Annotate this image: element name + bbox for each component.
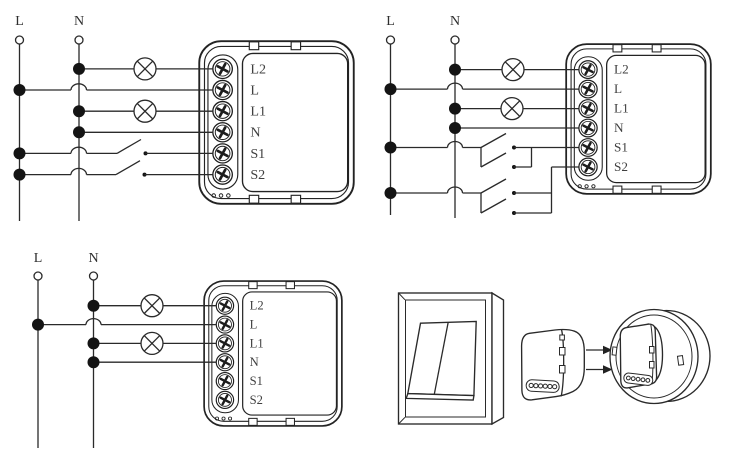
lamp-icon [140,294,164,318]
installation-illustration [397,291,711,426]
install-arrow-bottom [586,365,613,374]
terminal-strip-3d [525,379,560,393]
junction-dot [87,299,100,312]
junction-dot [449,102,461,115]
switch-lever [480,198,507,214]
junction-dot [73,126,85,139]
junction-dot [13,168,26,181]
supply-terminal [450,35,460,45]
arrow-icon [603,365,613,374]
diagram-top-right: L N [384,14,713,218]
lamp-icon [133,57,157,81]
module-in-box [619,323,664,389]
relay-module [202,279,344,428]
clip-tab [559,347,566,356]
live-label: L [386,14,395,29]
neutral-label: N [74,14,84,29]
relay-module [197,39,356,206]
junction-dot [384,141,397,154]
switch-lever [116,138,142,154]
install-arrow-top [586,345,613,355]
junction-dot [449,122,461,134]
junction-dot [32,318,44,331]
arrow-icon [603,345,613,355]
switch-lever [480,178,507,194]
clip-tab [559,365,566,374]
relay-module [564,42,713,196]
clip-tab [649,361,655,369]
junction-dot [13,84,26,96]
lamp-icon [140,331,164,356]
supply-terminal [33,271,43,281]
rocker-divider [433,322,449,395]
junction-dot [73,105,85,118]
box-lug [611,346,618,356]
switch-lever [115,160,141,176]
live-label: L [34,251,43,266]
switch-lever [480,132,507,149]
supply-terminal [74,35,84,45]
neutral-label: N [450,14,460,29]
box-lug [676,355,685,366]
junction-dot [449,63,461,76]
junction-dot [87,356,100,369]
live-label: L [15,14,24,29]
junction-dot [87,337,100,350]
junction-dot [73,62,85,75]
terminal-strip-3d [623,372,654,386]
supply-terminal [88,271,99,281]
junction-dot [384,83,397,96]
module-3d [520,328,585,401]
lamp-icon [133,99,157,123]
wall-switch [397,291,505,426]
clip-tab [649,346,655,354]
supply-terminal [385,35,396,45]
junction-box [609,308,711,405]
switch-lever [480,152,507,168]
diagram-bottom-left: L N [32,251,344,448]
junction-dot [384,187,397,199]
junction-dot [13,147,26,160]
neutral-label: N [88,251,98,266]
diagram-top-left: L N [13,14,356,221]
lamp-icon [500,96,524,121]
lamp-icon [501,57,525,82]
clip-tab [559,334,565,341]
supply-terminal [14,35,25,45]
